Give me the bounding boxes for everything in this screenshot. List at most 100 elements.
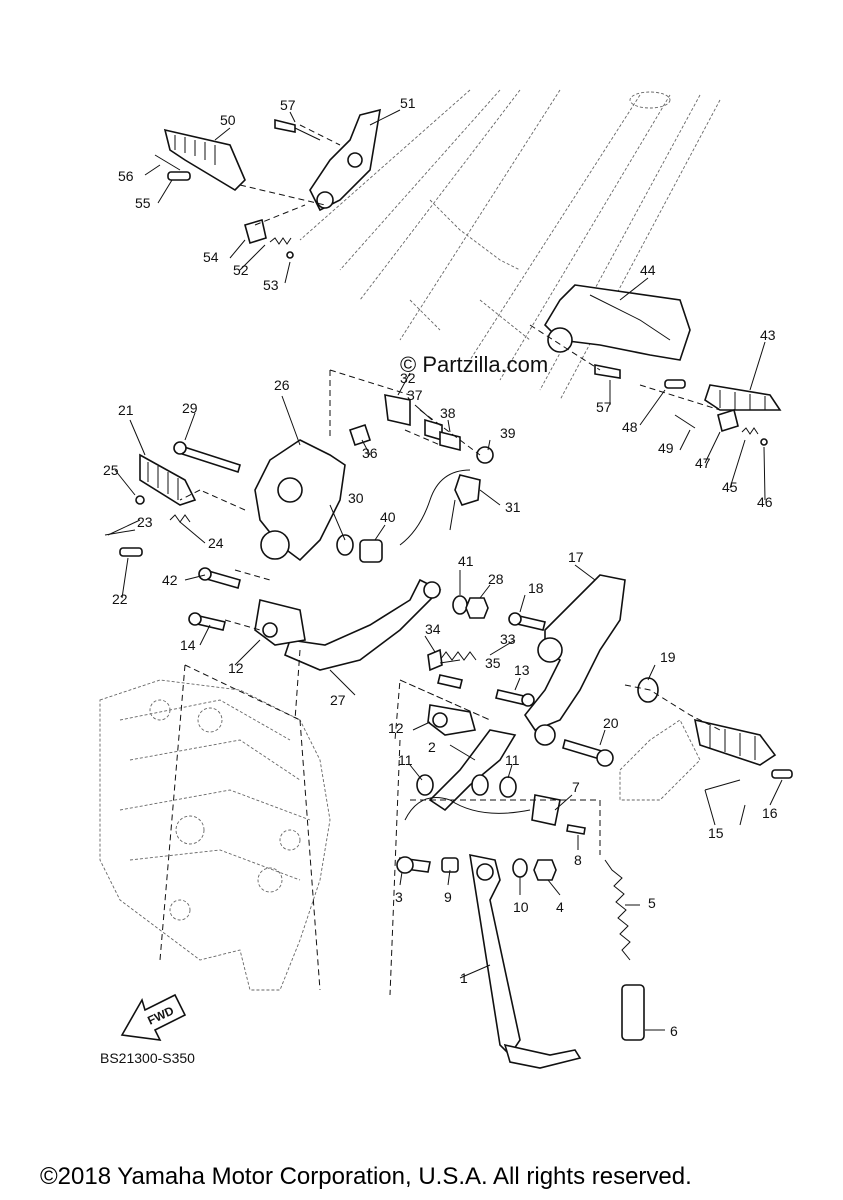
part-32-bracket	[384, 393, 411, 427]
copyright-notice: ©2018 Yamaha Motor Corporation, U.S.A. A…	[40, 1163, 692, 1190]
engine-frame-block	[99, 679, 331, 991]
watermark-text: © Partzilla.com	[400, 352, 549, 377]
callout-41: 41	[458, 553, 474, 569]
callout-12b: 12	[388, 720, 404, 736]
part-38-collar	[439, 430, 461, 452]
part-29-bolt	[173, 441, 241, 474]
part-12-link-right	[427, 704, 477, 736]
part-36-clip	[348, 423, 372, 447]
callout-28: 28	[488, 571, 504, 587]
part-3-bolt	[396, 856, 431, 874]
callout-8: 8	[574, 852, 582, 868]
callout-3: 3	[395, 889, 403, 905]
part-13-bolt	[495, 689, 535, 707]
part-57-bolt-upper	[274, 118, 321, 141]
callout-57-lower: 57	[596, 399, 612, 415]
callout-26: 26	[274, 377, 290, 393]
callout-37: 37	[407, 387, 423, 403]
part-26-bracket	[254, 439, 346, 562]
part-30-washer	[336, 534, 354, 556]
callout-25: 25	[103, 462, 119, 478]
callout-45: 45	[722, 479, 738, 495]
callout-30: 30	[348, 490, 364, 506]
callout-21: 21	[118, 402, 134, 418]
callout-56: 56	[118, 168, 134, 184]
part-15-footpeg	[619, 718, 777, 801]
part-21-footpeg	[139, 453, 197, 506]
part-11-washer-a	[416, 774, 434, 796]
part-9-collar	[441, 857, 459, 873]
part-43-footpeg	[704, 384, 782, 411]
callout-4: 4	[556, 899, 564, 915]
part-34-plate	[427, 648, 443, 672]
callout-13: 13	[514, 662, 530, 678]
callout-27: 27	[330, 692, 346, 708]
part-56-clip	[154, 154, 181, 171]
switch-wire	[399, 469, 471, 546]
part-20-bolt	[562, 738, 614, 767]
callout-51: 51	[400, 95, 416, 111]
assembly-lines	[159, 124, 721, 996]
callout-53: 53	[263, 277, 279, 293]
callout-20: 20	[603, 715, 619, 731]
part-28-nut	[465, 597, 489, 619]
callout-12a: 12	[228, 660, 244, 676]
part-10-washer	[512, 858, 528, 878]
part-57-bolt-lower	[594, 364, 621, 379]
callout-6: 6	[670, 1023, 678, 1039]
callout-7: 7	[572, 779, 580, 795]
callout-35: 35	[485, 655, 501, 671]
callout-32: 32	[400, 370, 416, 386]
part-41-washer	[452, 595, 468, 615]
part-11-washer-b	[471, 774, 517, 798]
fwd-arrow: FWD	[120, 993, 187, 1041]
part-5-spring	[604, 859, 631, 961]
part-50-footpeg	[163, 128, 246, 192]
callout-2: 2	[428, 739, 436, 755]
leader-lines	[107, 109, 783, 1031]
callout-44: 44	[640, 262, 656, 278]
callout-15: 15	[708, 825, 724, 841]
callout-19: 19	[660, 649, 676, 665]
callout-18: 18	[528, 580, 544, 596]
callout-24: 24	[208, 535, 224, 551]
part-25-ball	[135, 495, 145, 505]
callout-46: 46	[757, 494, 773, 510]
part-18-bolt	[508, 612, 546, 631]
callout-10: 10	[513, 899, 529, 915]
part-53-ball	[286, 251, 294, 259]
part-45-spring	[741, 427, 759, 435]
part-14-bolt	[188, 612, 226, 631]
callout-23: 23	[137, 514, 153, 530]
callout-14: 14	[180, 637, 196, 653]
callout-55: 55	[135, 195, 151, 211]
part-54-plate	[244, 218, 267, 245]
part-44-bracket	[543, 284, 691, 361]
callout-40: 40	[380, 509, 396, 525]
callout-48: 48	[622, 419, 638, 435]
part-49-clip	[674, 414, 696, 429]
callout-29: 29	[182, 400, 198, 416]
callout-11b: 11	[505, 752, 520, 768]
callout-50: 50	[220, 112, 236, 128]
callout-34: 34	[425, 621, 441, 637]
part-47-plate	[717, 408, 739, 433]
part-12-link-left	[254, 599, 306, 646]
callout-22: 22	[112, 591, 128, 607]
callout-33: 33	[500, 631, 516, 647]
part-40-collar	[359, 539, 383, 563]
callout-42: 42	[162, 572, 178, 588]
callout-49: 49	[658, 440, 674, 456]
part-16-pin	[771, 769, 793, 779]
callout-38: 38	[440, 405, 456, 421]
callout-11a: 11	[398, 752, 413, 768]
callout-57-upper: 57	[280, 97, 296, 113]
part-8-screw	[566, 824, 586, 835]
part-27-brake-pedal	[284, 578, 442, 671]
part-24-spring	[169, 514, 191, 523]
part-42-bolt	[198, 567, 241, 589]
part-1-side-stand	[469, 853, 582, 1069]
part-35-bolt	[437, 674, 463, 689]
callout-47: 47	[695, 455, 711, 471]
